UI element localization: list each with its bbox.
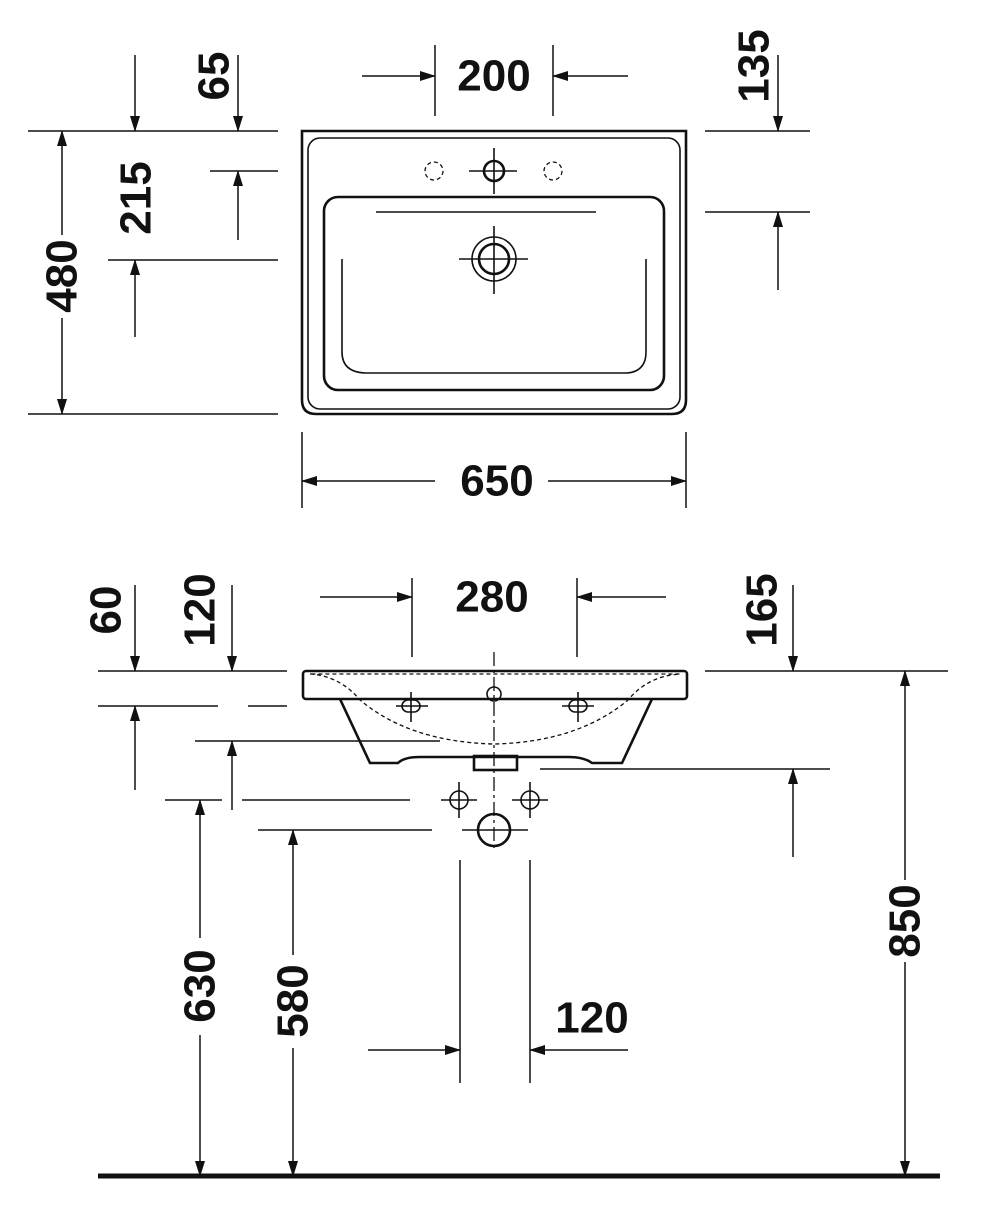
dimension-200: 200 [362,45,628,116]
dimension-215: 215 [108,161,278,337]
dim-label-200: 200 [457,52,530,101]
dim-label-280: 280 [455,573,528,622]
sink-side-outline [301,652,689,850]
dim-label-630: 630 [176,949,225,1022]
sink-top-outline [300,129,688,416]
dimension-60: 60 [82,585,287,790]
side-tap-holes [396,686,594,722]
dimension-165: 165 [540,573,830,857]
dimension-630: 630 [165,799,410,1177]
dimension-650: 650 [301,432,687,508]
dimension-120-top: 120 [176,573,440,810]
dimension-280: 280 [320,573,666,657]
dim-label-650: 650 [460,457,533,506]
dim-label-480: 480 [38,239,87,312]
dim-label-135: 135 [730,29,779,102]
dim-label-850: 850 [881,884,930,957]
dim-label-165: 165 [738,573,787,646]
dimension-580: 580 [258,829,432,1177]
supply-and-waste-connections [441,782,548,848]
dim-label-215: 215 [112,161,161,234]
dim-label-120-bottom: 120 [555,994,628,1043]
dimension-65: 65 [130,52,243,132]
drain-top [459,226,528,294]
dimension-480: 480 [28,130,278,415]
side-view: 60 120 280 165 850 [82,573,948,1179]
dim-label-65: 65 [190,52,239,101]
dim-label-580: 580 [269,964,318,1037]
dim-label-60: 60 [82,586,131,635]
tap-holes [424,148,563,194]
dimension-135: 135 [705,29,810,290]
dimension-120-bottom: 120 [368,860,629,1083]
dim-label-120-top: 120 [176,573,225,646]
top-view: 480 65 215 200 135 [28,29,810,508]
dimension-850: 850 [705,670,948,1177]
